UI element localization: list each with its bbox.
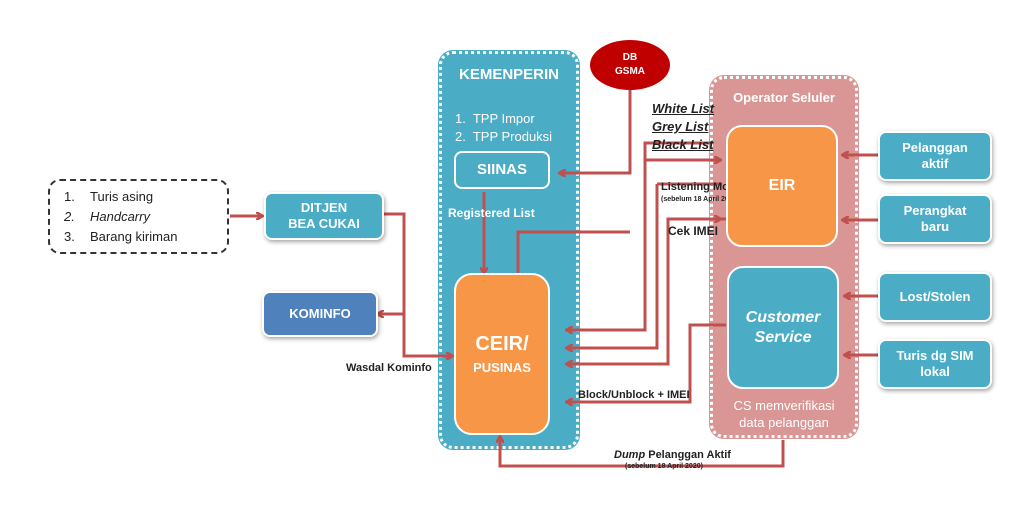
- right-box-line1: Perangkat: [903, 202, 967, 218]
- arrow-gsma-to-siinas: [560, 90, 632, 173]
- right-box-line1: Turis dg SIM: [896, 347, 974, 363]
- grey-list-label: Grey List: [652, 119, 709, 134]
- source-item: 1.Turis asing: [64, 189, 154, 204]
- kemenperin-item: 2. TPP Produksi: [455, 129, 553, 144]
- siinas-label: SIINAS: [476, 160, 527, 178]
- listening-mode-label: Listening Mode: [661, 181, 742, 193]
- right-box-line2: lokal: [920, 364, 950, 379]
- kemenperin-title: KEMENPERIN: [458, 66, 559, 83]
- kemenperin-item: 1. TPP Impor: [455, 111, 535, 126]
- arrow-dump: [500, 437, 785, 468]
- block-unblock-label: Block/Unblock + IMEI: [578, 389, 690, 401]
- operator-title: Operator Seluler: [733, 90, 835, 105]
- right-box-line2: baru: [920, 219, 950, 234]
- cs-line1: Customer: [745, 308, 821, 326]
- db-gsma-line2: GSMA: [615, 66, 645, 77]
- kominfo-box: KOMINFO: [262, 291, 378, 337]
- wasdal-label: Wasdal Kominfo: [346, 362, 432, 374]
- dump-note: (sebelum 18 April 2020): [625, 463, 703, 470]
- right-box-line1: Lost/Stolen: [899, 288, 971, 304]
- eir-box: EIR: [726, 125, 838, 247]
- kominfo-label: KOMINFO: [289, 305, 351, 321]
- dump-italic: Dump: [614, 449, 646, 461]
- black-list-label: Black List: [652, 137, 714, 152]
- ditjen-bea-cukai-box: DITJEN BEA CUKAI: [264, 192, 384, 240]
- eir-label: EIR: [768, 177, 796, 194]
- cs-line2: Service: [754, 328, 812, 346]
- list-types: White List Grey List Black List: [652, 100, 714, 154]
- ditjen-line1: DITJEN: [300, 199, 348, 215]
- turis-sim-lokal-box: Turis dg SIM lokal: [878, 339, 992, 389]
- source-item: 3.Barang kiriman: [64, 229, 178, 244]
- customer-service-box: Customer Service: [727, 266, 839, 389]
- cs-note: CS memverifikasi data pelanggan: [712, 397, 856, 431]
- pusinas-label: PUSINAS: [473, 360, 531, 375]
- arrow-lists-to-ceir: [567, 141, 712, 330]
- registered-list-label: Registered List: [448, 206, 535, 220]
- cs-note-line1: CS memverifikasi: [733, 398, 835, 413]
- cek-imei-label: Cek IMEI: [668, 224, 719, 238]
- dump-label: Dump Pelanggan Aktif: [614, 449, 731, 461]
- db-gsma-node: DB GSMA: [590, 40, 670, 90]
- arrow-registered-to-ceir: [516, 230, 630, 273]
- db-gsma-line1: DB: [622, 52, 638, 63]
- cs-note-line2: data pelanggan: [739, 415, 829, 430]
- arrow-ditjen-to-ceir: [384, 212, 452, 356]
- ceir-label: CEIR/: [475, 333, 529, 355]
- perangkat-baru-box: Perangkat baru: [878, 194, 992, 244]
- right-box-line1: Pelanggan: [902, 139, 968, 155]
- white-list-label: White List: [652, 101, 715, 116]
- source-item: 2.Handcarry: [64, 209, 150, 224]
- ceir-pusinas-box: CEIR/ PUSINAS: [454, 273, 550, 435]
- arrow-cs-block: [567, 323, 726, 402]
- arrow-listening-mode: [567, 184, 659, 348]
- kemenperin-list: 1. TPP Impor 2. TPP Produksi: [455, 110, 552, 146]
- siinas-box: SIINAS: [454, 151, 550, 189]
- pelanggan-aktif-box: Pelanggan aktif: [878, 131, 992, 181]
- lost-stolen-box: Lost/Stolen: [878, 272, 992, 322]
- sources-box: 1.Turis asing 2.Handcarry 3.Barang kirim…: [48, 179, 229, 254]
- ditjen-line2: BEA CUKAI: [288, 216, 360, 231]
- dump-rest: Pelanggan Aktif: [645, 449, 731, 461]
- right-box-line2: aktif: [921, 156, 949, 171]
- listening-mode-note: (sebelum 18 April 2020): [661, 196, 739, 203]
